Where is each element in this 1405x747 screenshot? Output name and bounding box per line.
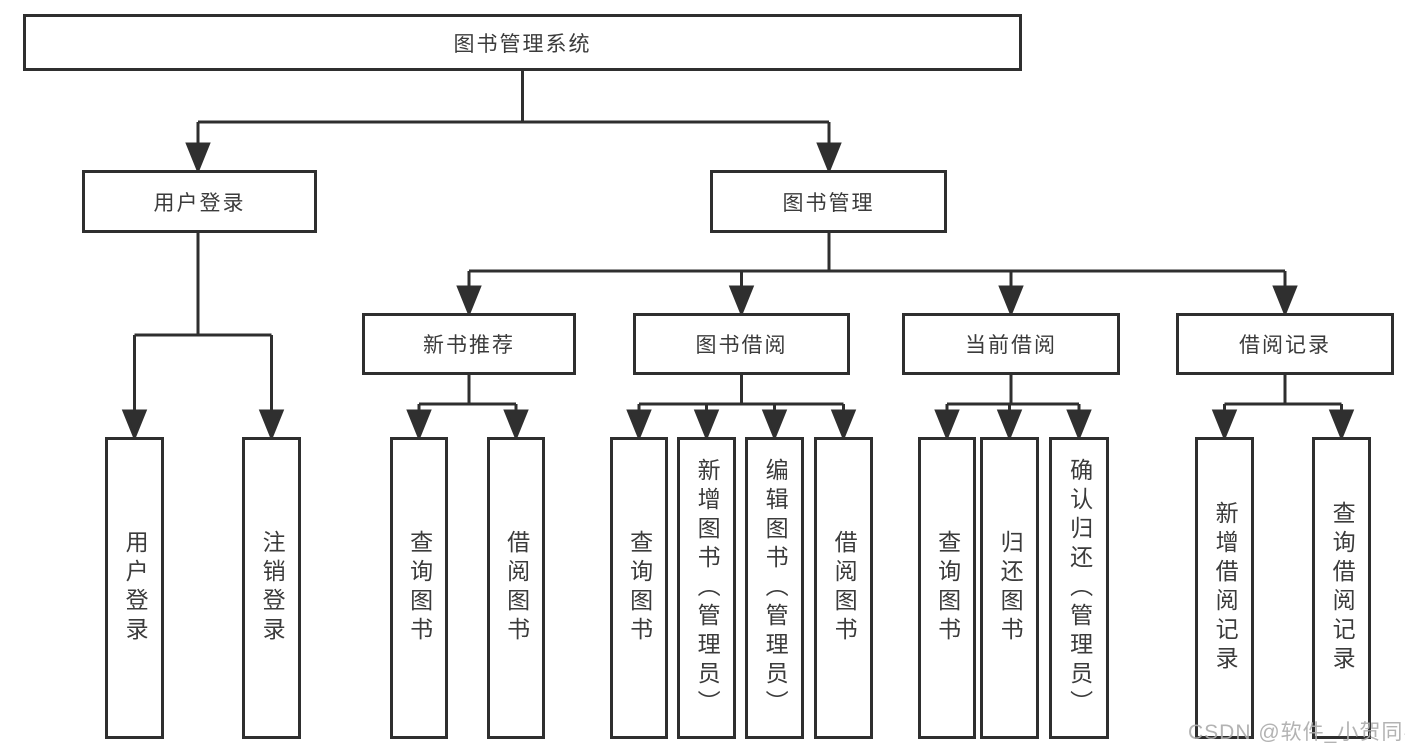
leaf-user-login-label: 用户登录 — [122, 530, 149, 646]
edge-user-login-to-leaves — [121, 233, 285, 442]
node-book-borrow-label: 图书借阅 — [695, 334, 788, 357]
node-current-borrow-label: 当前借阅 — [965, 334, 1057, 357]
leaf-rec-borrow-books: 借阅图书 — [487, 437, 545, 739]
leaf-bb-edit-books-admin: 编辑图书（管理员） — [745, 437, 804, 739]
leaf-bb-borrow-books-label: 借阅图书 — [831, 530, 858, 646]
edge-current-borrow-to-leaves — [934, 375, 1092, 442]
csdn-watermark: CSDN @软件_小贺同学 — [1188, 721, 1405, 744]
node-current-borrow: 当前借阅 — [902, 313, 1120, 375]
leaf-logout-label: 注销登录 — [259, 530, 286, 646]
leaf-bb-query-books-label: 查询图书 — [626, 530, 653, 646]
node-new-book-recommend: 新书推荐 — [362, 313, 576, 375]
node-user-login-label: 用户登录 — [153, 191, 246, 215]
leaf-cb-confirm-return-admin: 确认归还（管理员） — [1049, 437, 1109, 739]
leaf-bb-borrow-books: 借阅图书 — [814, 437, 873, 739]
leaf-bb-edit-books-admin-label: 编辑图书（管理员） — [762, 457, 789, 719]
leaf-cb-confirm-return-admin-label: 确认归还（管理员） — [1066, 457, 1093, 719]
node-root-system: 图书管理系统 — [23, 14, 1022, 71]
leaf-br-add-record: 新增借阅记录 — [1195, 437, 1254, 739]
node-new-book-recommend-label: 新书推荐 — [423, 334, 515, 357]
node-book-borrow: 图书借阅 — [633, 313, 850, 375]
edge-root-to-level2 — [185, 71, 842, 175]
node-book-management: 图书管理 — [710, 170, 947, 233]
node-borrow-record-label: 借阅记录 — [1239, 334, 1331, 357]
leaf-rec-borrow-books-label: 借阅图书 — [503, 530, 530, 646]
edge-book-mgmt-to-level3 — [456, 233, 1298, 318]
leaf-cb-query-books: 查询图书 — [918, 437, 976, 739]
leaf-bb-add-books-admin-label: 新增图书（管理员） — [694, 457, 721, 719]
leaf-bb-add-books-admin: 新增图书（管理员） — [677, 437, 736, 739]
leaf-logout: 注销登录 — [242, 437, 301, 739]
edge-borrow-record-to-leaves — [1211, 375, 1355, 442]
leaf-bb-query-books: 查询图书 — [610, 437, 668, 739]
edge-new-book-rec-to-leaves — [406, 375, 529, 442]
leaf-cb-return-books-label: 归还图书 — [997, 530, 1024, 646]
leaf-br-add-record-label: 新增借阅记录 — [1212, 501, 1239, 675]
node-root-system-label: 图书管理系统 — [453, 32, 592, 56]
leaf-cb-return-books: 归还图书 — [980, 437, 1039, 739]
node-user-login: 用户登录 — [82, 170, 317, 233]
leaf-br-query-record-label: 查询借阅记录 — [1329, 501, 1356, 675]
leaf-br-query-record: 查询借阅记录 — [1312, 437, 1371, 739]
edge-book-borrow-to-leaves — [626, 375, 857, 442]
leaf-rec-query-books: 查询图书 — [390, 437, 448, 739]
node-book-management-label: 图书管理 — [782, 191, 875, 215]
leaf-user-login: 用户登录 — [105, 437, 164, 739]
leaf-rec-query-books-label: 查询图书 — [406, 530, 433, 646]
leaf-cb-query-books-label: 查询图书 — [934, 530, 961, 646]
node-borrow-record: 借阅记录 — [1176, 313, 1394, 375]
